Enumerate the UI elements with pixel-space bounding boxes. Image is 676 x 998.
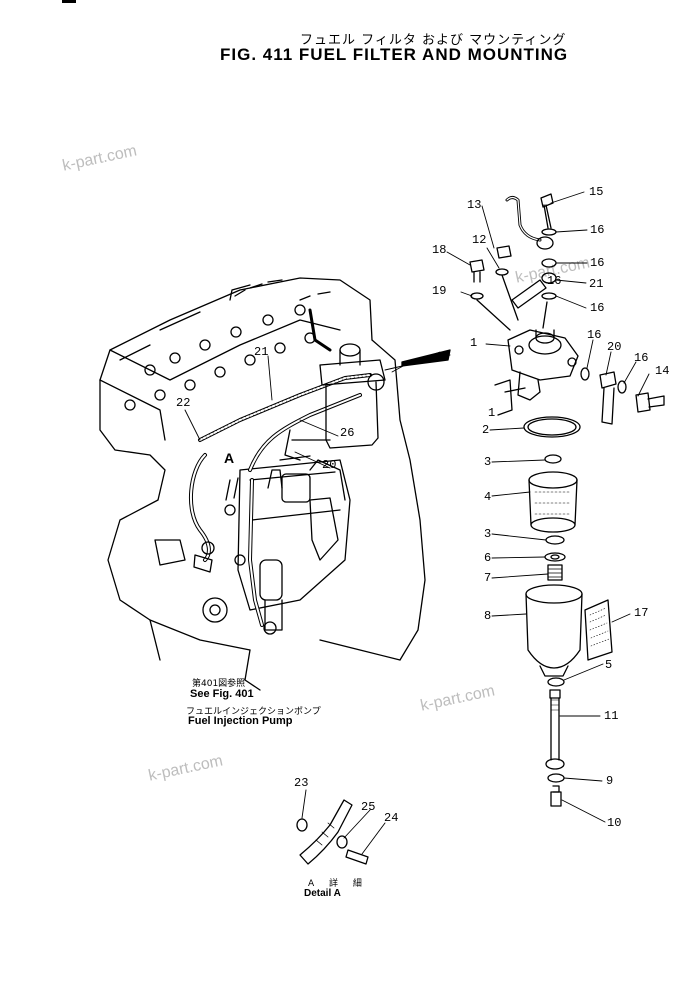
mounted-filter (279, 343, 386, 461)
o-ring-3 (544, 454, 562, 464)
leader-lines (184, 191, 650, 855)
washer-6 (544, 552, 566, 562)
page-title: FIG. 411 FUEL FILTER AND MOUNTING (220, 45, 569, 64)
gasket-2 (523, 416, 581, 438)
callout-12: 12 (472, 233, 487, 247)
callout-16b: 16 (590, 256, 605, 270)
bowl-8 (525, 584, 583, 677)
washer-9 (547, 773, 565, 783)
callout-16e: 16 (634, 351, 649, 365)
o-ring-3b (545, 535, 565, 545)
callout-7: 7 (484, 571, 492, 585)
callout-8: 8 (484, 609, 492, 623)
o-ring-5 (547, 677, 565, 687)
callout-13: 13 (467, 198, 482, 212)
callout-14: 14 (655, 364, 670, 378)
pump-jp: フュエルインジェクションポンプ (186, 707, 321, 717)
filter-head-1 (494, 329, 579, 416)
spring-7 (547, 564, 563, 581)
plug-10 (550, 785, 562, 807)
callout-16d: 16 (587, 328, 602, 342)
pump-label: Fuel Injection Pump (188, 715, 293, 727)
callout-26: 26 (340, 426, 355, 440)
callout-3: 3 (484, 455, 492, 469)
callout-17: 17 (634, 606, 649, 620)
see-fig-jp: 第401図参照 (192, 679, 246, 689)
callout-20: 20 (607, 340, 622, 354)
callout-16f: 16 (547, 274, 562, 288)
callout-5: 5 (605, 658, 613, 672)
callout-21b: 21 (254, 345, 269, 359)
bolt-11 (545, 689, 565, 770)
top-fittings (469, 193, 557, 331)
element-4 (528, 471, 578, 533)
fuel-lines (188, 308, 372, 627)
callout-25: 25 (361, 800, 376, 814)
callout-2: 2 (482, 423, 490, 437)
callout-20b: 20 (322, 458, 337, 472)
callout-19: 19 (432, 284, 447, 298)
detail-a (296, 799, 369, 865)
callout-3b: 3 (484, 527, 492, 541)
callout-4: 4 (484, 490, 492, 504)
callout-6: 6 (484, 551, 492, 565)
see-fig-label: See Fig. 401 (190, 688, 254, 700)
callout-15: 15 (589, 185, 604, 199)
callout-10: 10 (607, 816, 622, 830)
callout-1b: 1 (488, 406, 496, 420)
callout-1: 1 (470, 336, 478, 350)
callout-9: 9 (606, 774, 614, 788)
callout-11: 11 (604, 709, 619, 723)
callout-23: 23 (294, 776, 309, 790)
injection-pump (237, 459, 351, 635)
callout-16a: 16 (590, 223, 605, 237)
callout-16c: 16 (590, 301, 605, 315)
right-fittings (580, 367, 665, 425)
callout-24: 24 (384, 811, 399, 825)
callout-21: 21 (589, 277, 604, 291)
detail-label-jp: A 詳 細 (308, 879, 368, 889)
label-plate-17 (584, 599, 613, 661)
engine-block (99, 277, 426, 691)
title-japanese: フュエル フィルタ および マウンティング (300, 33, 567, 48)
callout-18: 18 (432, 243, 447, 257)
callout-22: 22 (176, 396, 191, 410)
detail-label: Detail A (304, 888, 341, 899)
detail-marker-a: A (224, 450, 235, 466)
corner-mark (62, 0, 76, 3)
